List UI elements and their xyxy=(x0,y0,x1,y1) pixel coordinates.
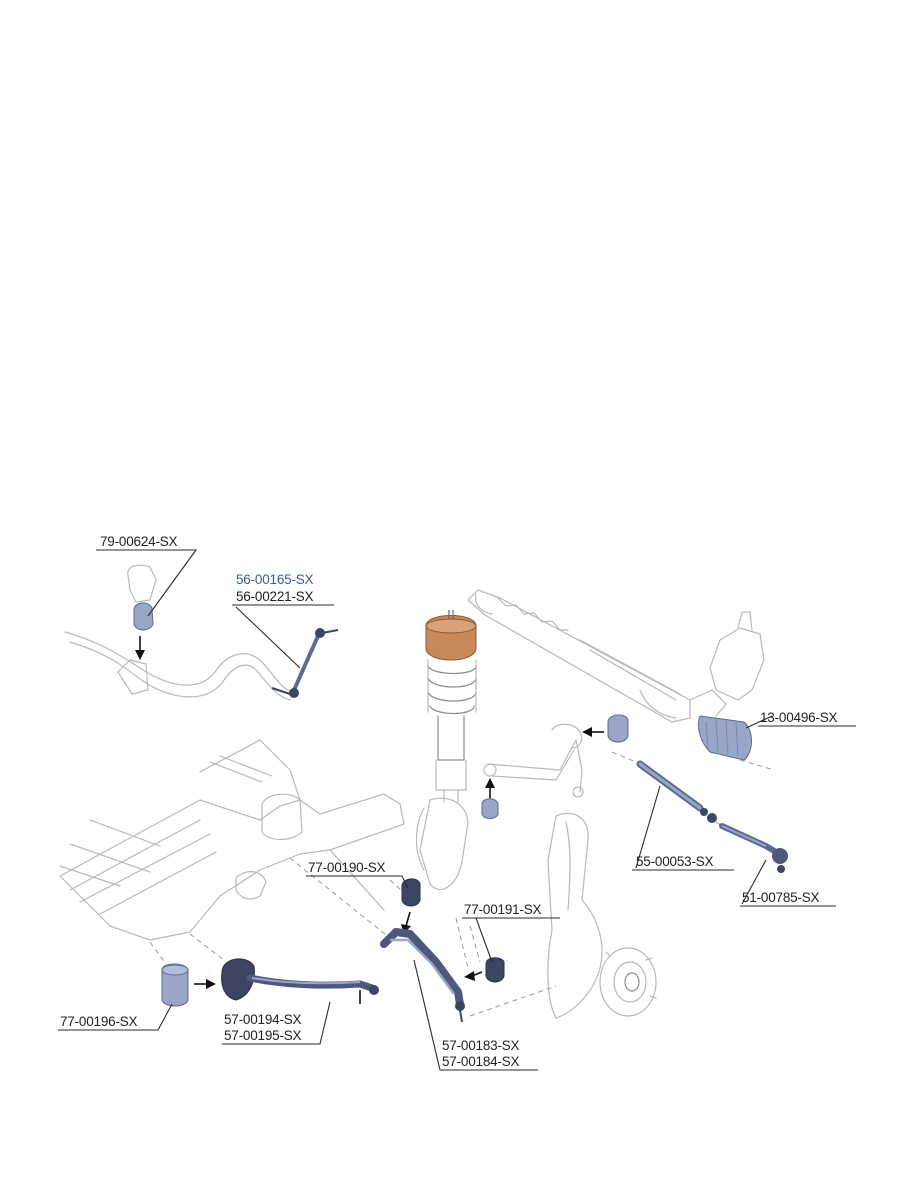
label-57-00184[interactable]: 57-00184-SX xyxy=(442,1054,520,1069)
label-13-00496[interactable]: 13-00496-SX xyxy=(760,710,838,725)
upper-control-arm-drawing xyxy=(483,723,584,798)
label-55-00053[interactable]: 55-00053-SX xyxy=(636,854,714,869)
subframe-drawing xyxy=(59,739,413,965)
sway-bar-link-part xyxy=(271,628,339,698)
leader-lines xyxy=(58,549,856,1071)
label-77-00191[interactable]: 77-00191-SX xyxy=(464,902,542,917)
inner-tie-rod-part xyxy=(611,751,729,831)
steering-knuckle-drawing xyxy=(415,797,657,1019)
steering-rack-drawing xyxy=(467,589,765,723)
sway-bar-bushing-part xyxy=(133,602,154,660)
steering-rack-boot-part xyxy=(697,715,775,771)
label-79-00624[interactable]: 79-00624-SX xyxy=(100,534,178,549)
label-77-00190[interactable]: 77-00190-SX xyxy=(308,860,386,875)
label-51-00785[interactable]: 51-00785-SX xyxy=(742,890,820,905)
label-77-00196[interactable]: 77-00196-SX xyxy=(60,1014,138,1029)
label-56-00165[interactable]: 56-00165-SX xyxy=(236,572,314,587)
label-57-00194[interactable]: 57-00194-SX xyxy=(224,1012,302,1027)
upper-arm-bushing-part xyxy=(481,714,629,819)
front-lower-arm-part xyxy=(380,928,465,1023)
part-labels: 79-00624-SX 56-00165-SX 56-00221-SX 13-0… xyxy=(60,534,838,1069)
lower-arm-bushing-part xyxy=(161,963,216,1007)
bushing-77-00191-part xyxy=(455,917,557,1017)
outer-tie-rod-part xyxy=(719,823,788,873)
label-57-00183[interactable]: 57-00183-SX xyxy=(442,1038,520,1053)
rear-lower-arm-part xyxy=(221,958,379,1004)
strut-assembly-drawing xyxy=(425,610,477,803)
label-57-00195[interactable]: 57-00195-SX xyxy=(224,1028,302,1043)
bushing-77-00190-part xyxy=(401,878,421,934)
label-56-00221[interactable]: 56-00221-SX xyxy=(236,589,314,604)
